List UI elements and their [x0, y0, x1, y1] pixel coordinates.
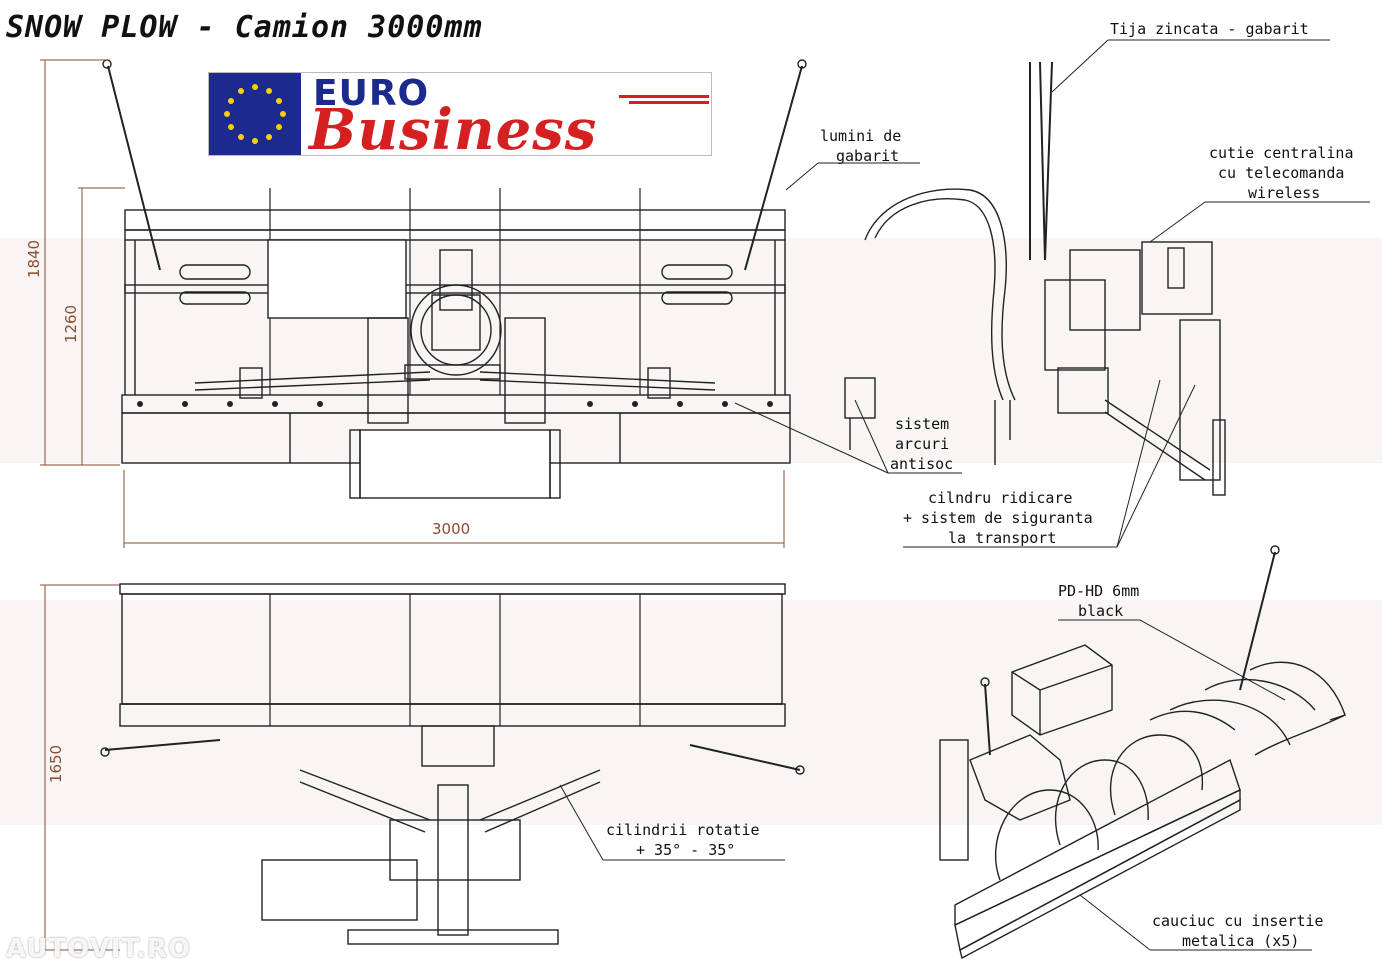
logo-top-word: EURO	[313, 73, 430, 114]
label-lumini-line2: gabarit	[836, 147, 900, 165]
label-cauciuc-line1: cauciuc cu insertie	[1152, 912, 1324, 930]
label-rotatie-line2: + 35° - 35°	[636, 841, 736, 859]
label-cilindru-line2: + sistem de siguranta	[903, 509, 1093, 527]
eu-flag-icon	[209, 73, 301, 155]
label-sistem-line3: antisoc	[890, 455, 954, 473]
label-tija: Tija zincata - gabarit	[1110, 20, 1309, 38]
side-view	[844, 61, 1226, 496]
label-cilindru-line3: la transport	[948, 529, 1057, 547]
page-title: SNOW PLOW - Camion 3000mm	[6, 10, 483, 45]
label-cutie-line3: wireless	[1248, 184, 1321, 202]
dimension-height-bottom: 1650	[47, 744, 66, 784]
autovit-watermark: AUTOVIT.RO	[6, 934, 192, 964]
logo-bottom-word: Business	[309, 97, 598, 163]
label-pdhd-line1: PD-HD 6mm	[1058, 582, 1140, 600]
label-pdhd-line2: black	[1078, 602, 1124, 620]
eurobusiness-logo: EURO Business	[208, 72, 712, 163]
label-cilindru-line1: cilndru ridicare	[928, 489, 1073, 507]
dimension-height-total: 1840	[25, 239, 44, 279]
label-lumini-line1: lumini de	[820, 127, 902, 145]
label-cutie-line2: cu telecomanda	[1218, 164, 1345, 182]
label-cauciuc-line2: metalica (x5)	[1182, 932, 1300, 950]
dimension-height-frame: 1260	[62, 304, 81, 344]
label-sistem-line1: sistem	[895, 415, 950, 433]
front-view	[102, 59, 807, 499]
isometric-view	[939, 545, 1346, 960]
label-cutie-line1: cutie centralina	[1209, 144, 1354, 162]
label-rotatie-line1: cilindrii rotatie	[606, 821, 760, 839]
dimension-width: 3000	[432, 520, 471, 538]
label-sistem-line2: arcuri	[895, 435, 950, 453]
top-view	[100, 583, 805, 945]
